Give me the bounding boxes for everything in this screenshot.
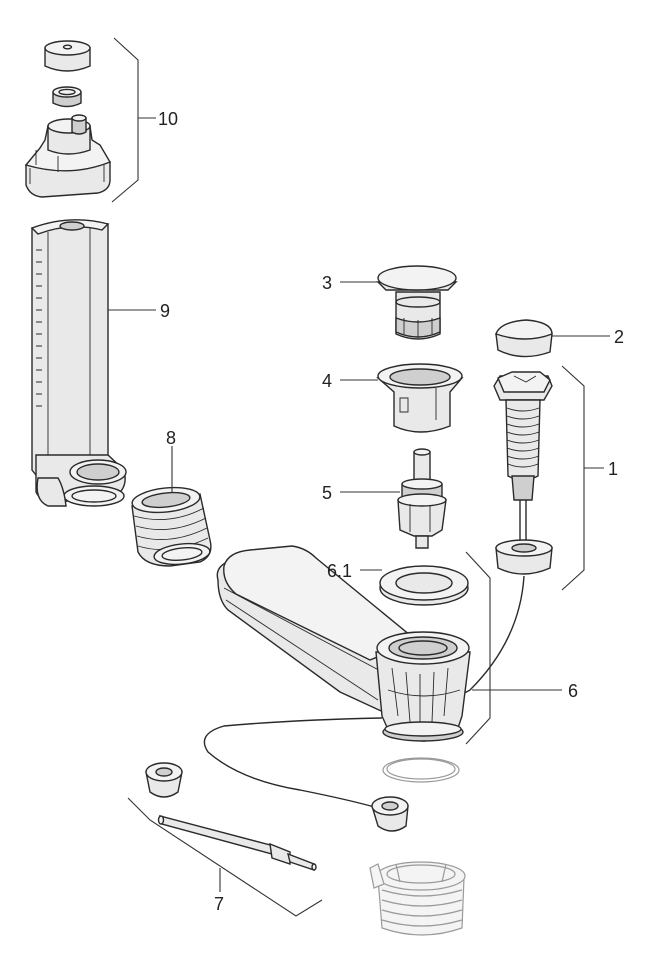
rod-nut	[145, 762, 183, 798]
label-2: 2	[614, 327, 624, 347]
overflow-body	[24, 114, 112, 198]
label-10: 10	[158, 109, 178, 129]
label-8: 8	[166, 428, 176, 448]
ghost-o-ring	[382, 757, 460, 783]
part-8-bellows-connector	[131, 486, 212, 567]
label-3: 3	[322, 273, 332, 293]
part-1-actuator	[493, 371, 553, 575]
part-9-overflow-channel	[30, 219, 127, 507]
part-3-plug-cap	[376, 265, 458, 340]
label-7: 7	[214, 894, 224, 914]
overflow-seal-ring	[52, 86, 82, 108]
part-5-valve-insert	[397, 448, 447, 549]
label-5: 5	[322, 483, 332, 503]
label-9: 9	[160, 301, 170, 321]
part-6-waste-body	[216, 545, 471, 742]
overflow-cap	[44, 40, 91, 72]
cable-nut-right	[371, 796, 409, 832]
part-4-plug-body	[376, 363, 464, 433]
part-number-labels: 10 9 8 3 4 5 6.1 2 1 6 7	[158, 109, 624, 914]
part-7-rod	[145, 762, 317, 871]
lower-cable	[203, 717, 383, 809]
leader-lines	[108, 37, 610, 917]
part-10-overflow-head	[24, 40, 112, 198]
label-4: 4	[322, 371, 332, 391]
label-6: 6	[568, 681, 578, 701]
part-2-push-button	[495, 319, 553, 358]
ghost-outlet-tailpiece	[369, 861, 466, 936]
part-6-1-washer	[379, 565, 469, 606]
label-1: 1	[608, 459, 618, 479]
channel-scale-marks	[36, 249, 42, 407]
label-6-1: 6.1	[327, 561, 352, 581]
